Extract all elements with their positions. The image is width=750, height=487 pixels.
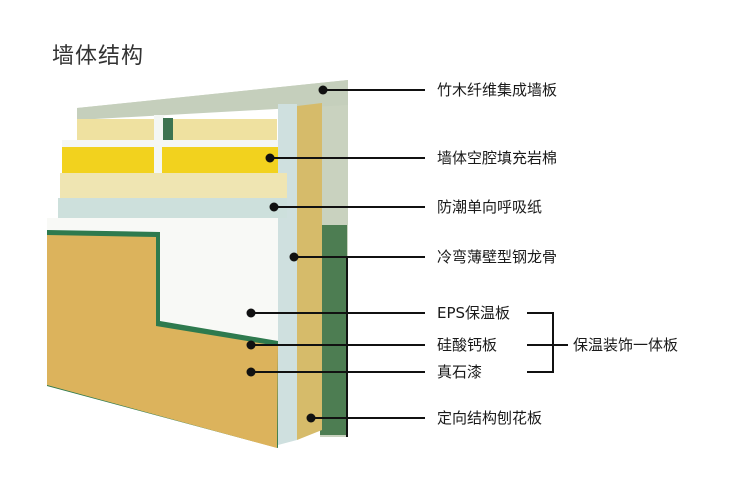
back-panel-dark-edge — [320, 225, 347, 435]
label-calcium-silicate: 硅酸钙板 — [437, 336, 498, 354]
label-eps: EPS保温板 — [437, 304, 511, 322]
label-insulation-decor-panel: 保温装饰一体板 — [573, 336, 679, 354]
stud-shadow — [163, 118, 173, 143]
back-panel-top — [77, 80, 348, 120]
label-moisture-paper: 防潮单向呼吸纸 — [437, 198, 543, 216]
label-steel-stud: 冷弯薄壁型钢龙骨 — [437, 248, 558, 266]
steel-stud-vertical — [278, 104, 297, 445]
moisture-paper — [58, 198, 287, 218]
stud-crossbar — [62, 140, 278, 147]
label-osb: 定向结构刨花板 — [437, 409, 543, 427]
rock-wool-upper — [77, 119, 277, 142]
page-title: 墙体结构 — [52, 44, 145, 69]
label-bamboo-panel: 竹木纤维集成墙板 — [437, 81, 558, 99]
real-stone-paint — [47, 235, 278, 448]
rock-wool-lower — [60, 173, 287, 198]
stud-gap-2 — [154, 145, 162, 175]
osb-board — [297, 103, 322, 440]
leader-lines — [251, 89, 568, 437]
leader-dots — [246, 85, 328, 423]
yellow-band — [62, 147, 278, 173]
label-rock-wool: 墙体空腔填充岩棉 — [437, 149, 558, 167]
label-stone-paint: 真石漆 — [437, 363, 483, 381]
